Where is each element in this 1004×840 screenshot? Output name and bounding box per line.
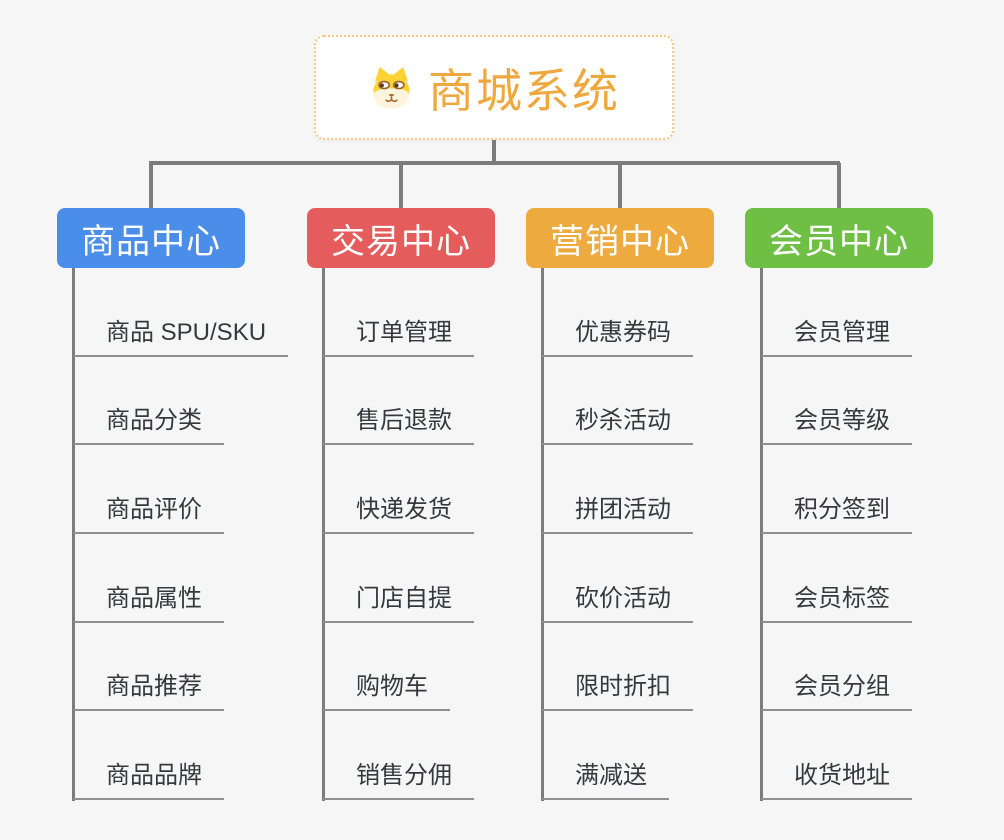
- branch-header-marketing-center[interactable]: 营销中心: [526, 208, 714, 268]
- branch-header-member-center[interactable]: 会员中心: [745, 208, 933, 268]
- branch-header-trade-center[interactable]: 交易中心: [307, 208, 495, 268]
- leaf-node[interactable]: 会员管理: [761, 312, 912, 357]
- branch-trade-center: 交易中心 订单管理 售后退款 快递发货 门店自提 购物车 销售分佣: [307, 208, 569, 808]
- leaf-node[interactable]: 门店自提: [323, 578, 474, 623]
- leaf-node[interactable]: 会员等级: [761, 400, 912, 446]
- connector-drop-product: [149, 163, 153, 208]
- branch-header-product-center[interactable]: 商品中心: [57, 208, 245, 268]
- leaf-node[interactable]: 收货地址: [761, 755, 912, 801]
- branch-trunk-line: [541, 268, 544, 801]
- leaf-node[interactable]: 满减送: [542, 755, 669, 801]
- connector-drop-marketing: [618, 163, 622, 208]
- root-node[interactable]: 商城系统: [314, 35, 674, 140]
- branch-leaves: 订单管理 售后退款 快递发货 门店自提 购物车 销售分佣: [323, 268, 569, 801]
- branch-trunk-line: [72, 268, 75, 801]
- leaf-node[interactable]: 优惠券码: [542, 312, 693, 357]
- root-title: 商城系统: [428, 64, 620, 117]
- branch-member-center: 会员中心 会员管理 会员等级 积分签到 会员标签 会员分组 收货地址: [745, 208, 1004, 808]
- branch-trunk-line: [760, 268, 763, 801]
- leaf-node[interactable]: 限时折扣: [542, 666, 693, 712]
- leaf-node[interactable]: 商品 SPU/SKU: [73, 312, 289, 357]
- leaf-node[interactable]: 拼团活动: [542, 489, 693, 535]
- branch-leaves: 优惠券码 秒杀活动 拼团活动 砍价活动 限时折扣 满减送: [542, 268, 788, 801]
- leaf-node[interactable]: 积分签到: [761, 489, 912, 535]
- leaf-node[interactable]: 快递发货: [323, 489, 474, 535]
- branch-leaves: 商品 SPU/SKU 商品分类 商品评价 商品属性 商品推荐 商品品牌: [73, 268, 319, 801]
- branch-product-center: 商品中心 商品 SPU/SKU 商品分类 商品评价 商品属性 商品推荐 商品品牌: [57, 208, 319, 808]
- connector-bus: [149, 161, 840, 165]
- leaf-node[interactable]: 购物车: [323, 666, 450, 712]
- leaf-node[interactable]: 会员分组: [761, 666, 912, 712]
- branch-trunk-line: [322, 268, 325, 801]
- leaf-node[interactable]: 砍价活动: [542, 578, 693, 623]
- connector-drop-member: [837, 163, 841, 208]
- leaf-node[interactable]: 会员标签: [761, 578, 912, 623]
- leaf-node[interactable]: 商品品牌: [73, 755, 224, 801]
- leaf-node[interactable]: 售后退款: [323, 400, 474, 446]
- branch-leaves: 会员管理 会员等级 积分签到 会员标签 会员分组 收货地址: [761, 268, 1004, 801]
- leaf-node[interactable]: 商品评价: [73, 489, 224, 535]
- leaf-node[interactable]: 销售分佣: [323, 755, 474, 801]
- leaf-node[interactable]: 商品推荐: [73, 666, 224, 712]
- branch-marketing-center: 营销中心 优惠券码 秒杀活动 拼团活动 砍价活动 限时折扣 满减送: [526, 208, 788, 808]
- dog-face-icon: [373, 66, 410, 109]
- leaf-node[interactable]: 商品属性: [73, 578, 224, 623]
- leaf-node[interactable]: 秒杀活动: [542, 400, 693, 446]
- leaf-node[interactable]: 订单管理: [323, 312, 474, 357]
- connector-root-stub: [492, 140, 496, 164]
- connector-drop-trade: [399, 163, 403, 208]
- leaf-node[interactable]: 商品分类: [73, 400, 224, 446]
